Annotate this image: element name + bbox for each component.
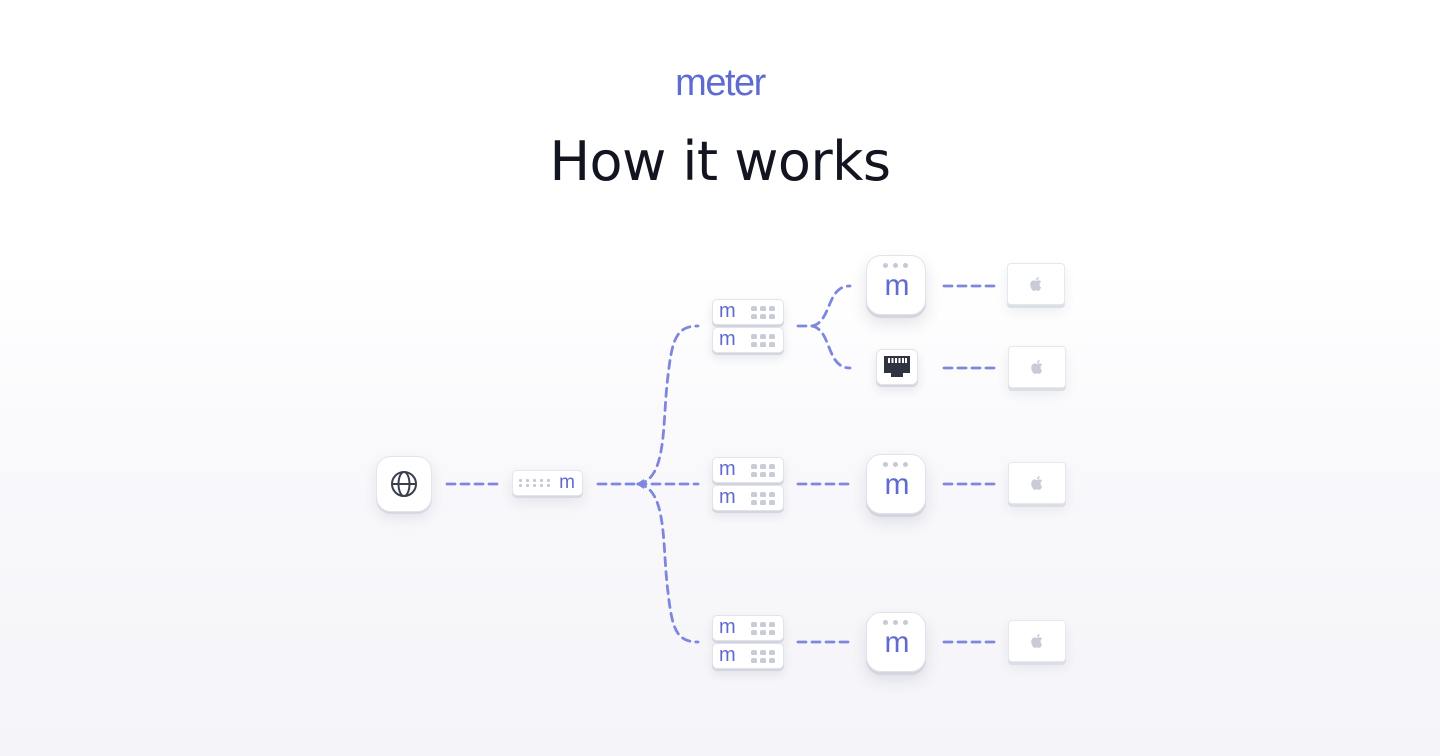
device-logo: m: [719, 328, 736, 350]
device-logo: m: [719, 458, 736, 480]
switch-unit: m: [712, 643, 784, 669]
isp-device: m: [512, 470, 583, 496]
link-to-switch-bottom: [636, 482, 700, 644]
globe-icon: [391, 471, 417, 497]
link-to-switch-top: [636, 324, 700, 486]
port-icons: [751, 306, 775, 319]
device-logo: m: [719, 616, 736, 638]
port-icons: [751, 622, 775, 635]
device-logo: m: [719, 300, 736, 322]
client-laptop: [1008, 462, 1066, 504]
switch-unit: m: [712, 485, 784, 511]
status-leds: [883, 263, 908, 268]
client-laptop: [1008, 346, 1066, 388]
apple-icon: [1031, 476, 1043, 490]
meter-logo: meter: [675, 62, 766, 104]
access-point: m: [866, 454, 926, 514]
switch-unit: m: [712, 299, 784, 325]
status-dots: [519, 479, 551, 487]
apple-icon: [1031, 360, 1043, 374]
port-icons: [751, 334, 775, 347]
device-logo: m: [719, 486, 736, 508]
status-leds: [883, 462, 908, 467]
device-logo: m: [884, 468, 910, 501]
access-point: m: [866, 612, 926, 672]
access-point: m: [866, 255, 926, 315]
device-logo: m: [884, 269, 910, 302]
page-title: How it works: [549, 130, 891, 193]
client-laptop: [1008, 620, 1066, 662]
switch-unit: m: [712, 327, 784, 353]
ethernet-jack: [876, 349, 918, 385]
device-logo: m: [884, 626, 910, 659]
link-to-jack: [810, 324, 852, 370]
client-laptop: [1007, 263, 1065, 305]
split-arrow-icon: [636, 479, 644, 489]
link-to-ap-top: [810, 284, 852, 328]
port-icons: [751, 650, 775, 663]
port-icons: [751, 492, 775, 505]
device-logo: m: [559, 472, 575, 493]
internet-node: [376, 456, 432, 512]
apple-icon: [1031, 634, 1043, 648]
switch-unit: m: [712, 615, 784, 641]
port-icons: [751, 464, 775, 477]
ethernet-port-icon: [884, 356, 910, 377]
device-logo: m: [719, 644, 736, 666]
switch-unit: m: [712, 457, 784, 483]
status-leds: [883, 620, 908, 625]
apple-icon: [1030, 277, 1042, 291]
